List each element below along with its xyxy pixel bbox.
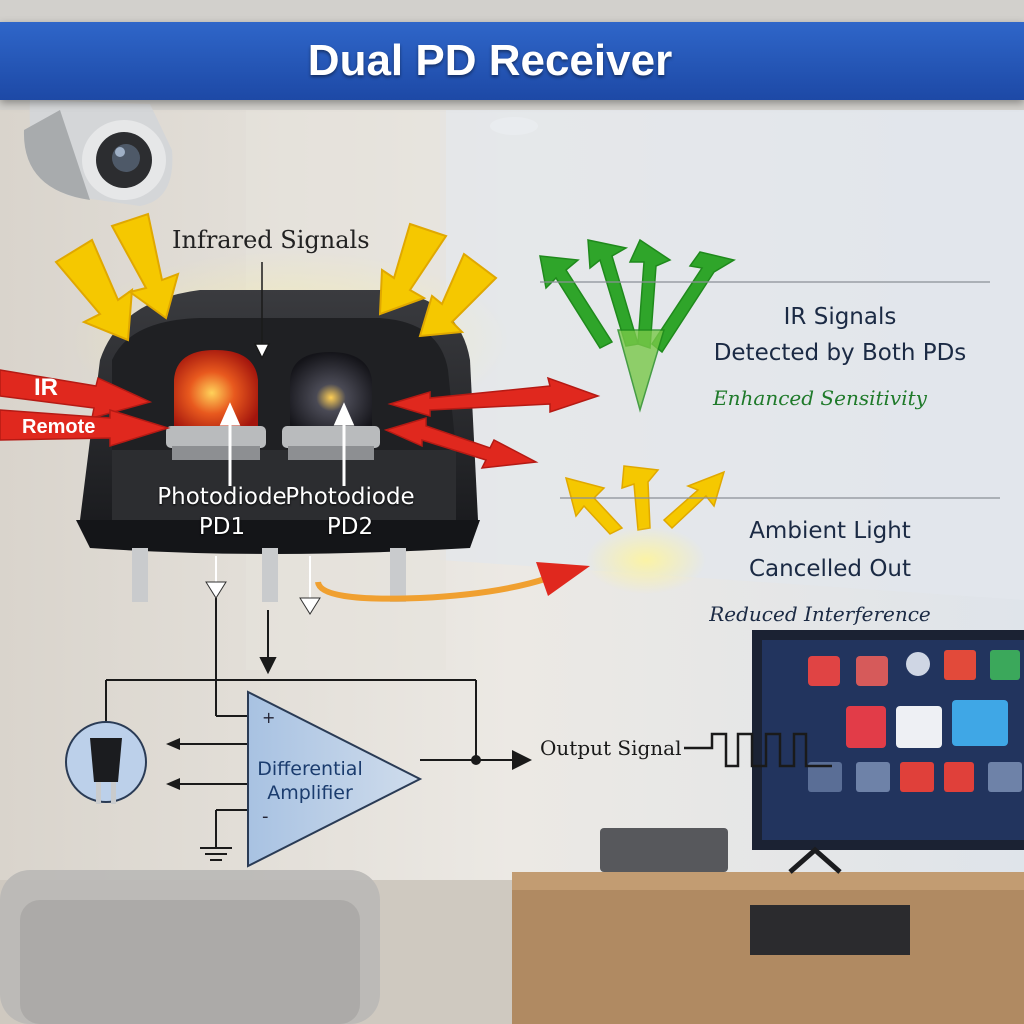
page-title: Dual PD Receiver	[307, 36, 673, 85]
circuit-wires	[105, 598, 532, 848]
infrared-yellow-arrows	[54, 212, 498, 342]
photodiode-pd2-id: PD2	[326, 514, 374, 540]
photodiode-pd2-label: Photodiode PD2	[270, 482, 430, 542]
ir-detected-line1: IR Signals	[783, 304, 897, 330]
plug-icon	[65, 721, 147, 804]
title-banner	[0, 22, 1024, 100]
amplifier-label-line2: Amplifier	[267, 782, 353, 804]
infrared-signals-label: Infrared Signals	[172, 226, 370, 254]
security-camera-icon	[23, 100, 173, 206]
enhanced-sensitivity-label: Enhanced Sensitivity	[713, 386, 927, 410]
amplifier-label-line1: Differential	[257, 758, 363, 780]
photodiode-pd1-name: Photodiode	[157, 484, 287, 510]
ir-detected-line2: Detected by Both PDs	[713, 340, 967, 366]
label-pointer	[253, 262, 271, 360]
leg-down-arrows	[205, 556, 321, 615]
wire-arrowheads	[166, 738, 481, 790]
photodiode-pd2-led	[282, 352, 380, 460]
ambient-line2: Cancelled Out	[748, 556, 912, 582]
differential-amplifier-triangle	[247, 690, 423, 868]
pd-internal-arrows	[219, 402, 355, 486]
square-wave-icon	[684, 732, 832, 768]
amp-plus-sign: +	[262, 708, 276, 727]
mid-down-arrow	[259, 610, 277, 675]
reduced-interference-label: Reduced Interference	[709, 602, 931, 626]
ambient-link-line	[315, 575, 549, 602]
photodiode-pd1-id: PD1	[198, 514, 246, 540]
ground-icon	[200, 847, 232, 861]
photodiode-pd1-label: Photodiode PD1	[142, 482, 302, 542]
remote-label: Remote	[22, 416, 96, 438]
ambient-arrowhead	[536, 562, 590, 596]
photodiode-pd2-name: Photodiode	[285, 484, 415, 510]
output-signal-label: Output Signal	[540, 736, 682, 760]
separator-lines	[540, 281, 1000, 499]
ambient-line1: Ambient Light	[749, 518, 911, 544]
ambient-glow	[586, 526, 706, 594]
amplifier-label: Differential Amplifier	[240, 757, 380, 805]
green-arrows	[539, 238, 736, 413]
ir-red-arrows	[0, 369, 601, 469]
photodiode-pd1-led	[166, 350, 266, 460]
amp-minus-sign: -	[262, 806, 269, 827]
ir-label: IR	[34, 374, 58, 401]
tv-icon	[752, 630, 1024, 874]
